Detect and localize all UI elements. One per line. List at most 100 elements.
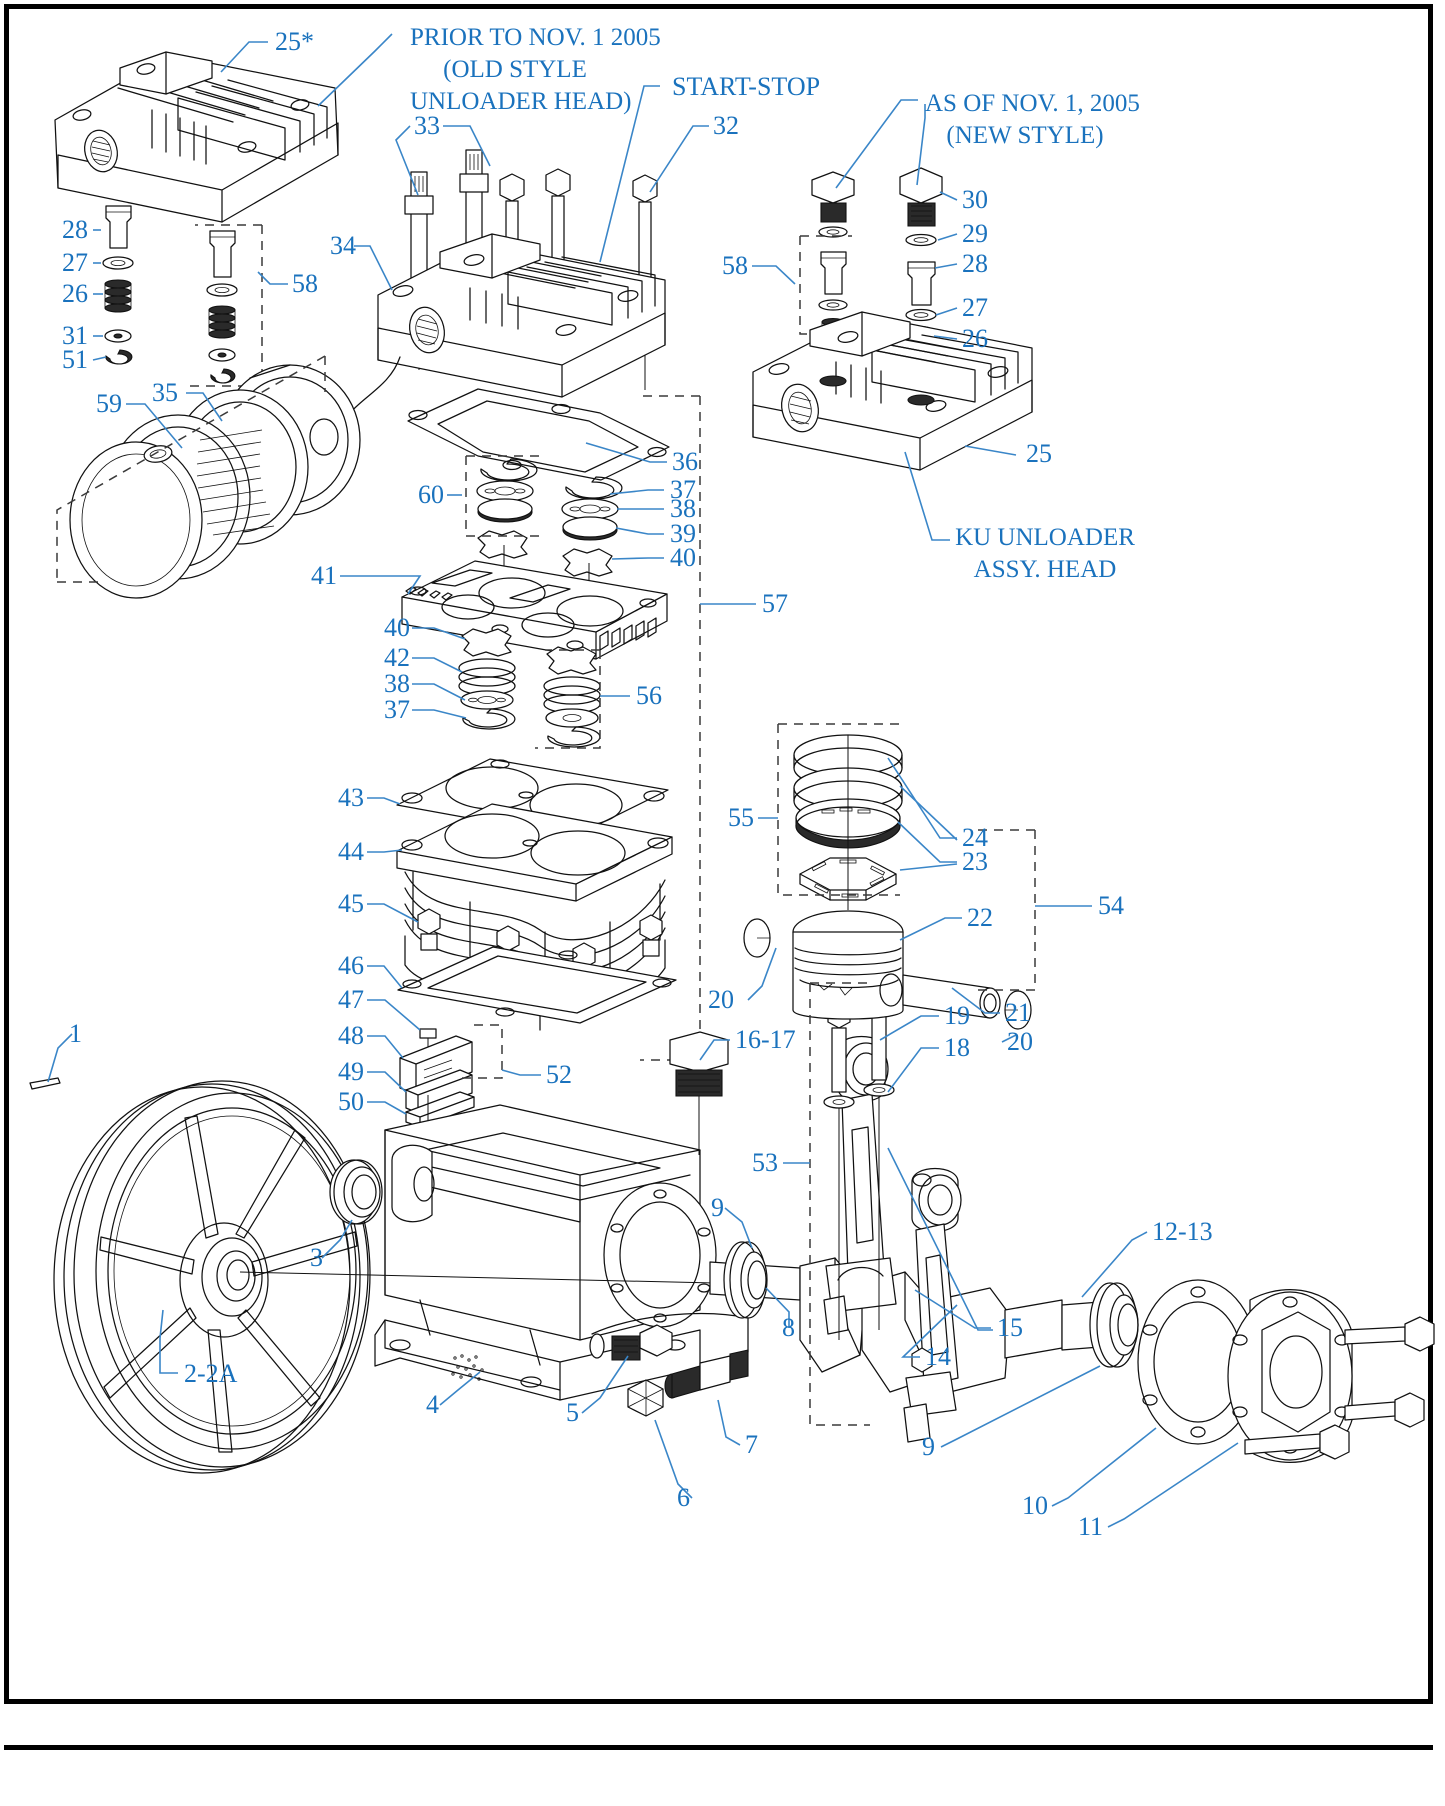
callout-43[interactable]: 43	[338, 783, 364, 812]
callout-23[interactable]: 23	[962, 847, 988, 876]
base-gasket-46-illustration	[397, 946, 677, 1024]
callout-26-right[interactable]: 26	[962, 324, 988, 353]
start-stop-cylinder-head-illustration	[339, 233, 666, 431]
callout-28-right[interactable]: 28	[962, 249, 988, 278]
callout-48[interactable]: 48	[338, 1021, 364, 1050]
flywheel-illustration	[53, 1080, 371, 1474]
note-ku-line2: ASSY. HEAD	[973, 556, 1117, 583]
callout-5[interactable]: 5	[566, 1398, 579, 1427]
callout-51[interactable]: 51	[62, 345, 88, 374]
callout-6[interactable]: 6	[677, 1483, 690, 1512]
old-style-cylinder-head-illustration	[54, 51, 339, 223]
callout-41[interactable]: 41	[311, 561, 337, 590]
bracket-54	[975, 829, 1036, 991]
valve-parts-lower	[458, 628, 601, 749]
callout-40[interactable]: 40	[670, 543, 696, 572]
drawing-bottom-rule	[4, 1745, 1433, 1750]
callout-20-right[interactable]: 20	[1007, 1027, 1033, 1056]
callout-38-lower[interactable]: 38	[384, 669, 410, 698]
callout-8[interactable]: 8	[782, 1313, 795, 1342]
callout-15[interactable]: 15	[997, 1313, 1023, 1342]
callout-16-17[interactable]: 16-17	[735, 1025, 796, 1054]
callout-56[interactable]: 56	[636, 681, 662, 710]
callout-21[interactable]: 21	[1005, 998, 1031, 1027]
note-old-style-unloader-head: PRIOR TO NOV. 1 2005 (OLD STYLE UNLOADER…	[410, 22, 661, 118]
spring-26	[104, 279, 132, 313]
bracket-53	[809, 982, 870, 1426]
crankshaft-assembly-illustration	[709, 989, 1139, 1443]
unloader-small-parts-58	[190, 224, 263, 387]
callout-30[interactable]: 30	[962, 185, 988, 214]
callout-27[interactable]: 27	[62, 248, 88, 277]
callout-40-lower[interactable]: 40	[384, 613, 410, 642]
callout-37[interactable]: 37	[670, 475, 696, 504]
callout-20-left[interactable]: 20	[708, 985, 734, 1014]
callout-7[interactable]: 7	[745, 1430, 758, 1459]
unloader-small-parts-left	[102, 205, 134, 365]
callout-12-13[interactable]: 12-13	[1152, 1217, 1213, 1246]
note-ku-unloader-assy-head: KU UNLOADER ASSY. HEAD	[955, 522, 1135, 586]
callout-52[interactable]: 52	[546, 1060, 572, 1089]
callout-26[interactable]: 26	[62, 279, 88, 308]
note-old-style-line2: (OLD STYLE	[443, 56, 587, 83]
callout-14[interactable]: 14	[925, 1342, 951, 1371]
air-filter-assembly-illustration	[56, 355, 361, 599]
callout-19[interactable]: 19	[944, 1001, 970, 1030]
callout-2-2a[interactable]: 2-2A	[184, 1359, 238, 1388]
callout-36[interactable]: 36	[672, 447, 698, 476]
callout-57[interactable]: 57	[762, 589, 788, 618]
valve-parts-upper	[465, 455, 623, 625]
crankcase-illustration	[239, 1104, 801, 1401]
end-cover-assembly-illustration	[1137, 1279, 1435, 1463]
callout-47[interactable]: 47	[338, 985, 364, 1014]
callout-35[interactable]: 35	[152, 378, 178, 407]
callout-25-star[interactable]: 25*	[275, 27, 314, 56]
callout-24[interactable]: 24	[962, 823, 988, 852]
callout-59[interactable]: 59	[96, 389, 122, 418]
callout-50[interactable]: 50	[338, 1087, 364, 1116]
callout-44[interactable]: 44	[338, 837, 364, 866]
callout-34[interactable]: 34	[330, 231, 356, 260]
callout-11[interactable]: 11	[1078, 1512, 1104, 1541]
callout-9-lower[interactable]: 9	[922, 1432, 935, 1461]
note-start-stop: START-STOP	[672, 72, 821, 101]
ku-unloader-head-illustration	[752, 311, 1033, 471]
note-new-style-line1: AS OF NOV. 1, 2005	[925, 90, 1140, 117]
piston-assembly-illustration	[743, 723, 1032, 1030]
oil-drain-parts	[589, 1313, 749, 1417]
callout-53[interactable]: 53	[752, 1148, 778, 1177]
callout-38[interactable]: 38	[670, 494, 696, 523]
callout-3[interactable]: 3	[310, 1243, 323, 1272]
callout-29[interactable]: 29	[962, 219, 988, 248]
callout-45[interactable]: 45	[338, 889, 364, 918]
callout-46[interactable]: 46	[338, 951, 364, 980]
callout-58[interactable]: 58	[292, 269, 318, 298]
callout-1[interactable]: 1	[69, 1019, 82, 1048]
callout-55[interactable]: 55	[728, 803, 754, 832]
callout-10[interactable]: 10	[1022, 1491, 1048, 1520]
callout-39[interactable]: 39	[670, 519, 696, 548]
note-old-style-line3: UNLOADER HEAD)	[410, 88, 632, 115]
callout-49[interactable]: 49	[338, 1057, 364, 1086]
callout-31[interactable]: 31	[62, 321, 88, 350]
note-new-style-line2: (NEW STYLE)	[946, 122, 1104, 149]
callout-33[interactable]: 33	[414, 111, 440, 140]
callout-9-upper[interactable]: 9	[711, 1193, 724, 1222]
callout-18[interactable]: 18	[944, 1033, 970, 1062]
callout-58-right[interactable]: 58	[722, 251, 748, 280]
callout-22[interactable]: 22	[967, 903, 993, 932]
note-old-style-line1: PRIOR TO NOV. 1 2005	[410, 24, 661, 51]
callout-37-lower[interactable]: 37	[384, 695, 410, 724]
callout-27-right[interactable]: 27	[962, 293, 988, 322]
callout-54[interactable]: 54	[1098, 891, 1124, 920]
callout-28[interactable]: 28	[62, 215, 88, 244]
callout-25[interactable]: 25	[1026, 439, 1052, 468]
callout-60[interactable]: 60	[418, 480, 444, 509]
callout-32[interactable]: 32	[713, 111, 739, 140]
callout-42[interactable]: 42	[384, 643, 410, 672]
callout-4[interactable]: 4	[426, 1390, 439, 1419]
note-ku-line1: KU UNLOADER	[955, 524, 1135, 551]
